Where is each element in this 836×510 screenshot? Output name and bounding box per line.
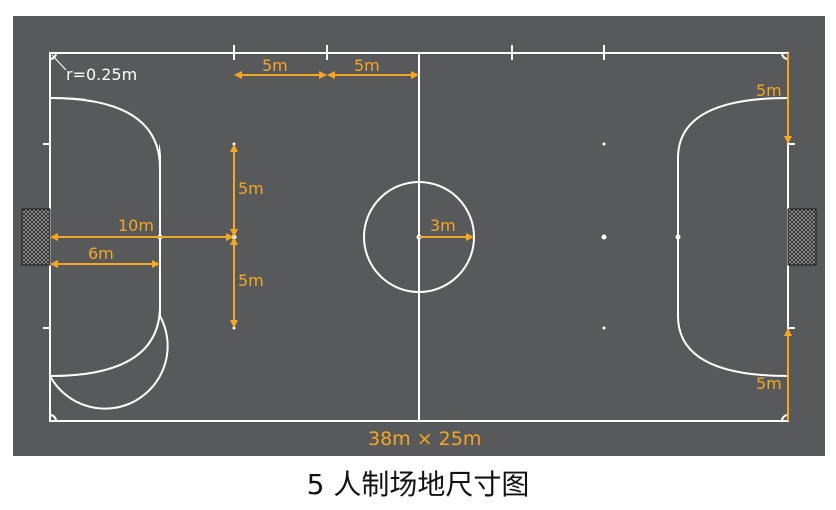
label-right-lower-5m: 5m [756, 374, 782, 393]
right-second-penalty-spot [601, 234, 607, 240]
right-penalty-spot [675, 234, 681, 240]
label-corner-radius: r=0.25m [66, 65, 137, 84]
label-vertical-lower-5m: 5m [238, 271, 264, 290]
label-top-left-5m: 5m [262, 56, 288, 75]
label-top-right-5m: 5m [354, 56, 380, 75]
right-mark-upper [602, 142, 606, 146]
label-10m: 10m [118, 216, 154, 235]
right-goal-net [787, 208, 817, 266]
label-circle-radius: 3m [430, 216, 456, 235]
label-vertical-upper-5m: 5m [238, 179, 264, 198]
corner-radius-leader [51, 54, 67, 71]
corner-arc-bottom-left [49, 414, 57, 422]
field-svg: r=0.25m 5m 5m 5m 5m 10m 6m 3m 5m 5m 38m … [13, 16, 825, 456]
label-overall-size: 38m × 25m [368, 428, 481, 450]
right-mark-lower [602, 326, 606, 330]
diagram-caption: 5 人制场地尺寸图 [306, 468, 530, 501]
left-goal-net [21, 208, 51, 266]
label-right-upper-5m: 5m [756, 81, 782, 100]
label-6m: 6m [88, 244, 114, 263]
